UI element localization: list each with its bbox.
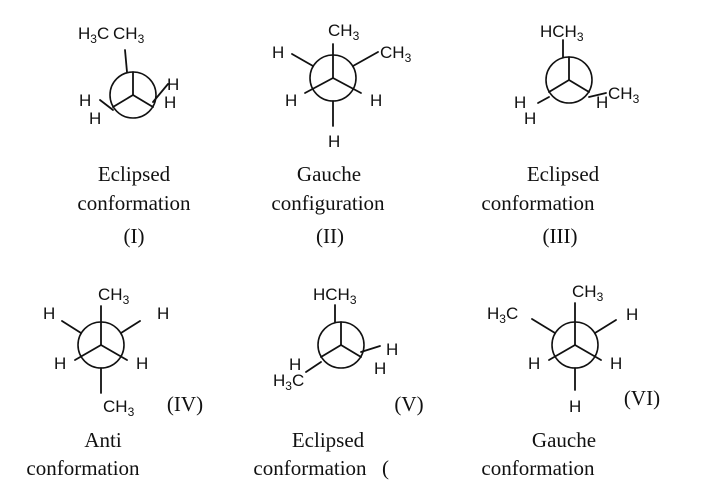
label-ch3-top: CH3: [98, 285, 130, 307]
label-ch3-upper-right: CH3: [380, 43, 412, 65]
back-bond-upper-right: [120, 320, 141, 334]
label-h-bottom: H: [569, 397, 581, 416]
label-h-left-front: H: [89, 109, 101, 128]
front-bond-lower-left: [548, 344, 576, 361]
label-h-right-front: H: [374, 359, 386, 378]
label-ch3-top: CH3: [328, 21, 360, 43]
back-bond-upper-left: [61, 320, 82, 334]
label-h-left: H: [289, 355, 301, 374]
front-bond-lower-left: [74, 344, 102, 361]
label-ch3-top: CH3: [572, 282, 604, 304]
label-h-left-front: H: [524, 109, 536, 128]
newman-projection-I: H3C CH3 H H H H Eclipsed conformation (I…: [77, 24, 191, 248]
caption-line1: Gauche: [532, 428, 596, 452]
label-h-left-back: H: [514, 93, 526, 112]
newman-projection-II: CH3 H CH3 H H H Gauche configuration (II…: [271, 21, 411, 248]
caption-line1: Gauche: [297, 162, 361, 186]
back-bond-lower-right: [588, 92, 607, 98]
label-h-upper-right: H: [157, 304, 169, 323]
caption-line1: Eclipsed: [98, 162, 171, 186]
front-bond-lower-left: [320, 344, 342, 358]
front-bond-lower-right: [100, 344, 128, 361]
front-bond-lower-left: [548, 79, 570, 93]
label-hch3: HCH3: [540, 22, 584, 44]
label-ch3-right: CH3: [608, 84, 640, 106]
label-h-upper-left: H: [43, 304, 55, 323]
label-hch3: HCH3: [313, 285, 357, 307]
label-h-right-back: H: [596, 93, 608, 112]
caption-line2: conformation: [253, 456, 367, 480]
label-ch3-bottom: CH3: [103, 397, 135, 419]
back-bond-lower-left: [99, 99, 114, 111]
roman-numeral: (I): [124, 224, 145, 248]
label-h3c-left: H3C: [273, 371, 304, 393]
stray-mark: (: [382, 456, 389, 480]
back-bond-upper-right: [352, 51, 379, 67]
label-h-lower-left: H: [285, 91, 297, 110]
front-bond-lower-right: [332, 77, 362, 94]
back-bond-lower-left: [305, 361, 322, 373]
label-h-lower-right: H: [370, 91, 382, 110]
label-h3c-upper-left: H3C: [487, 304, 518, 326]
back-bond-upper-left: [531, 318, 556, 334]
front-bond-lower-right: [340, 344, 362, 358]
front-bond-lower-right: [568, 79, 590, 93]
newman-projection-V: HCH3 H H3C H H (V) Eclipsed conformation…: [253, 285, 423, 480]
caption-line2: conformation: [77, 191, 191, 215]
roman-numeral: (V): [394, 392, 423, 416]
roman-numeral: (VI): [624, 386, 660, 410]
front-bond-lower-left: [112, 94, 134, 108]
roman-numeral: (II): [316, 224, 344, 248]
label-h-bottom: H: [328, 132, 340, 151]
newman-projection-IV: CH3 H H H H CH3 (IV) Anti conformation: [26, 285, 203, 480]
caption-line1: Anti: [84, 428, 122, 452]
caption-line2: conformation: [26, 456, 140, 480]
roman-numeral: (IV): [167, 392, 203, 416]
front-bond-lower-left: [304, 77, 334, 94]
back-bond-lower-right: [360, 345, 381, 353]
label-h-lower-right: H: [610, 354, 622, 373]
label-h-right-back: H: [167, 75, 179, 94]
label-h-lower-left: H: [54, 354, 66, 373]
back-bond-upper-left: [291, 53, 314, 67]
label-ch3: CH3: [113, 24, 145, 46]
label-h3c: H3C: [78, 24, 109, 46]
caption-line1: Eclipsed: [292, 428, 365, 452]
caption-line2: conformation: [481, 456, 595, 480]
label-h-right-front: H: [164, 93, 176, 112]
back-bond-lower-left: [537, 96, 550, 104]
front-bond-lower-right: [132, 94, 154, 108]
newman-projection-VI: CH3 H3C H H H H (VI) Gauche conformation: [481, 282, 660, 480]
front-bond-lower-right: [574, 344, 602, 361]
label-h-right-back: H: [386, 340, 398, 359]
label-h-upper-left: H: [272, 43, 284, 62]
caption-line2: configuration: [271, 191, 385, 215]
newman-projection-III: HCH3 H H H CH3 Eclipsed conformation (II…: [481, 22, 639, 248]
label-h-lower-right: H: [136, 354, 148, 373]
back-bond-upper-right: [594, 319, 617, 334]
back-bond-right: [152, 83, 169, 103]
label-h-lower-left: H: [528, 354, 540, 373]
label-h-upper-right: H: [626, 305, 638, 324]
back-bond-top: [124, 49, 128, 73]
label-h-left-back: H: [79, 91, 91, 110]
caption-line2: conformation: [481, 191, 595, 215]
caption-line1: Eclipsed: [527, 162, 600, 186]
roman-numeral: (III): [543, 224, 578, 248]
